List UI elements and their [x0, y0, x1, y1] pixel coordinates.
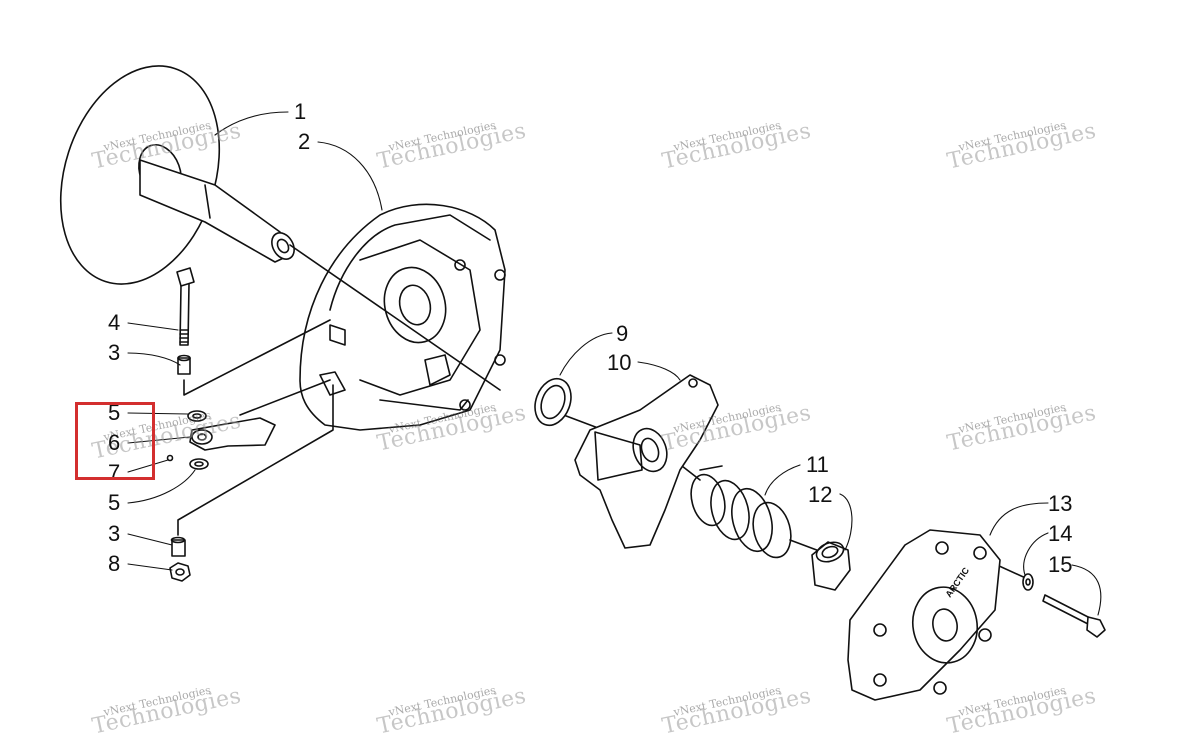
- assembly-leader-lines: [177, 244, 1031, 581]
- callout-9: 9: [616, 321, 629, 346]
- part-7-pin: [166, 454, 174, 462]
- callout-3-bottom: 3: [108, 521, 121, 546]
- callout-leaders: [127, 111, 1102, 616]
- part-14-washer: [1022, 573, 1034, 591]
- callout-11: 11: [806, 452, 829, 477]
- callout-1: 1: [294, 99, 307, 124]
- callout-15: 15: [1048, 552, 1073, 577]
- part-12-bushing: [811, 541, 851, 591]
- part-3-spacer-top: [177, 354, 191, 375]
- part-13-cover-plate: [847, 529, 1001, 701]
- part-15-bolt: [1042, 594, 1106, 638]
- callout-13: 13: [1048, 491, 1073, 516]
- part-8-nut: [169, 562, 191, 582]
- part-3-spacer-bottom: [170, 536, 186, 557]
- part-4-bolt: [176, 267, 195, 346]
- callout-10: 10: [607, 350, 632, 375]
- callout-8: 8: [108, 551, 121, 576]
- callout-14: 14: [1048, 521, 1073, 546]
- part-6-roller-arm: [189, 417, 276, 451]
- callout-2: 2: [298, 129, 311, 154]
- part-5-washer-bottom: [189, 458, 209, 470]
- callout-4: 4: [108, 310, 121, 335]
- callout-6: 6: [108, 430, 121, 455]
- callout-3-top: 3: [108, 340, 121, 365]
- part-1-fixed-sheave: [59, 65, 295, 285]
- highlight-box: [75, 402, 155, 480]
- part-10-spider: [574, 374, 723, 549]
- callout-12: 12: [808, 482, 833, 507]
- part-9-o-ring: [534, 377, 572, 427]
- callout-5-bottom: 5: [108, 490, 121, 515]
- part-11-spring: [690, 473, 792, 559]
- callout-5-top: 5: [108, 400, 121, 425]
- part-5-washer-top: [187, 410, 207, 422]
- part-2-movable-sheave: [299, 203, 506, 431]
